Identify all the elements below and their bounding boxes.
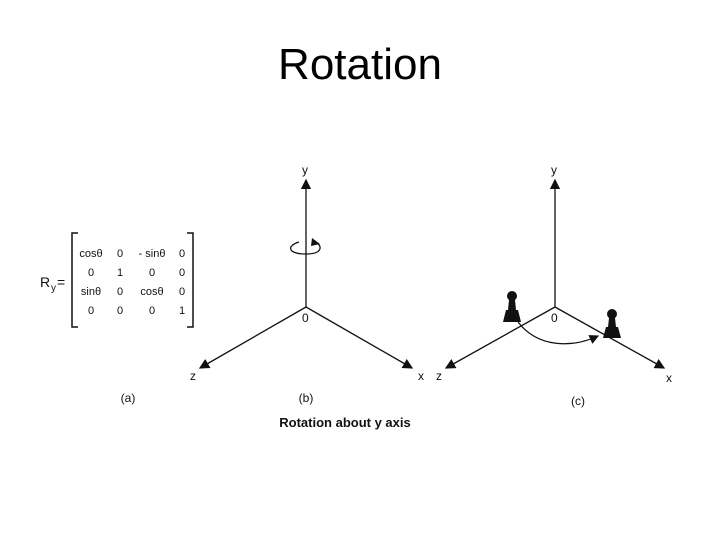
matrix-cell-1-4: 0 <box>179 248 185 260</box>
slide-title: Rotation <box>278 40 442 89</box>
panel-b-x-label: x <box>418 369 424 383</box>
matrix-cell-4-3: 0 <box>149 305 155 317</box>
label-a: (a) <box>121 391 136 405</box>
matrix-right-bracket <box>187 232 194 328</box>
matrix-equals: = <box>57 274 65 290</box>
matrix-cell-3-4: 0 <box>179 286 185 298</box>
matrix-cell-3-1: sinθ <box>81 286 101 298</box>
matrix-left-bracket <box>71 232 78 328</box>
label-b: (b) <box>299 391 314 405</box>
matrix-cell-1-1: cosθ <box>79 248 102 260</box>
matrix-cell-1-3: - sinθ <box>139 248 166 260</box>
pawn-icon <box>603 309 621 338</box>
matrix-label: R <box>40 274 50 290</box>
matrix-cell-4-4: 1 <box>179 305 185 317</box>
panel-c-z-axis <box>444 306 556 369</box>
panel-c-x-label: x <box>666 371 672 385</box>
figure-caption: Rotation about y axis <box>279 415 410 430</box>
axes-panel-c: y z x 0 <box>436 163 672 385</box>
matrix-cell-2-1: 0 <box>88 267 94 279</box>
pawn-icon <box>503 291 521 322</box>
matrix-cell-4-1: 0 <box>88 305 94 317</box>
matrix-cell-2-2: 1 <box>117 267 123 279</box>
panel-b-x-axis <box>305 306 414 369</box>
matrix-cell-3-2: 0 <box>117 286 123 298</box>
matrix-cell-2-3: 0 <box>149 267 155 279</box>
matrix-cell-1-2: 0 <box>117 248 123 260</box>
panel-c-z-label: z <box>436 369 442 383</box>
panel-b-y-label: y <box>302 163 308 177</box>
rotation-matrix: R y = cosθ 0 - sinθ 0 0 1 0 0 sinθ 0 cos… <box>40 232 194 328</box>
label-c: (c) <box>571 394 585 408</box>
matrix-cell-3-3: cosθ <box>140 286 163 298</box>
rotation-arrow-icon <box>290 238 321 255</box>
axes-panel-b: y z x 0 <box>190 163 424 383</box>
matrix-cell-4-2: 0 <box>117 305 123 317</box>
matrix-cell-2-4: 0 <box>179 267 185 279</box>
panel-c-y-label: y <box>551 163 557 177</box>
panel-b-z-label: z <box>190 369 196 383</box>
panel-b-origin-label: 0 <box>302 311 309 325</box>
panel-b-z-axis <box>198 306 307 369</box>
rotation-path-arrow <box>517 321 600 345</box>
matrix-subscript: y <box>51 283 56 294</box>
panel-c-origin-label: 0 <box>551 311 558 325</box>
